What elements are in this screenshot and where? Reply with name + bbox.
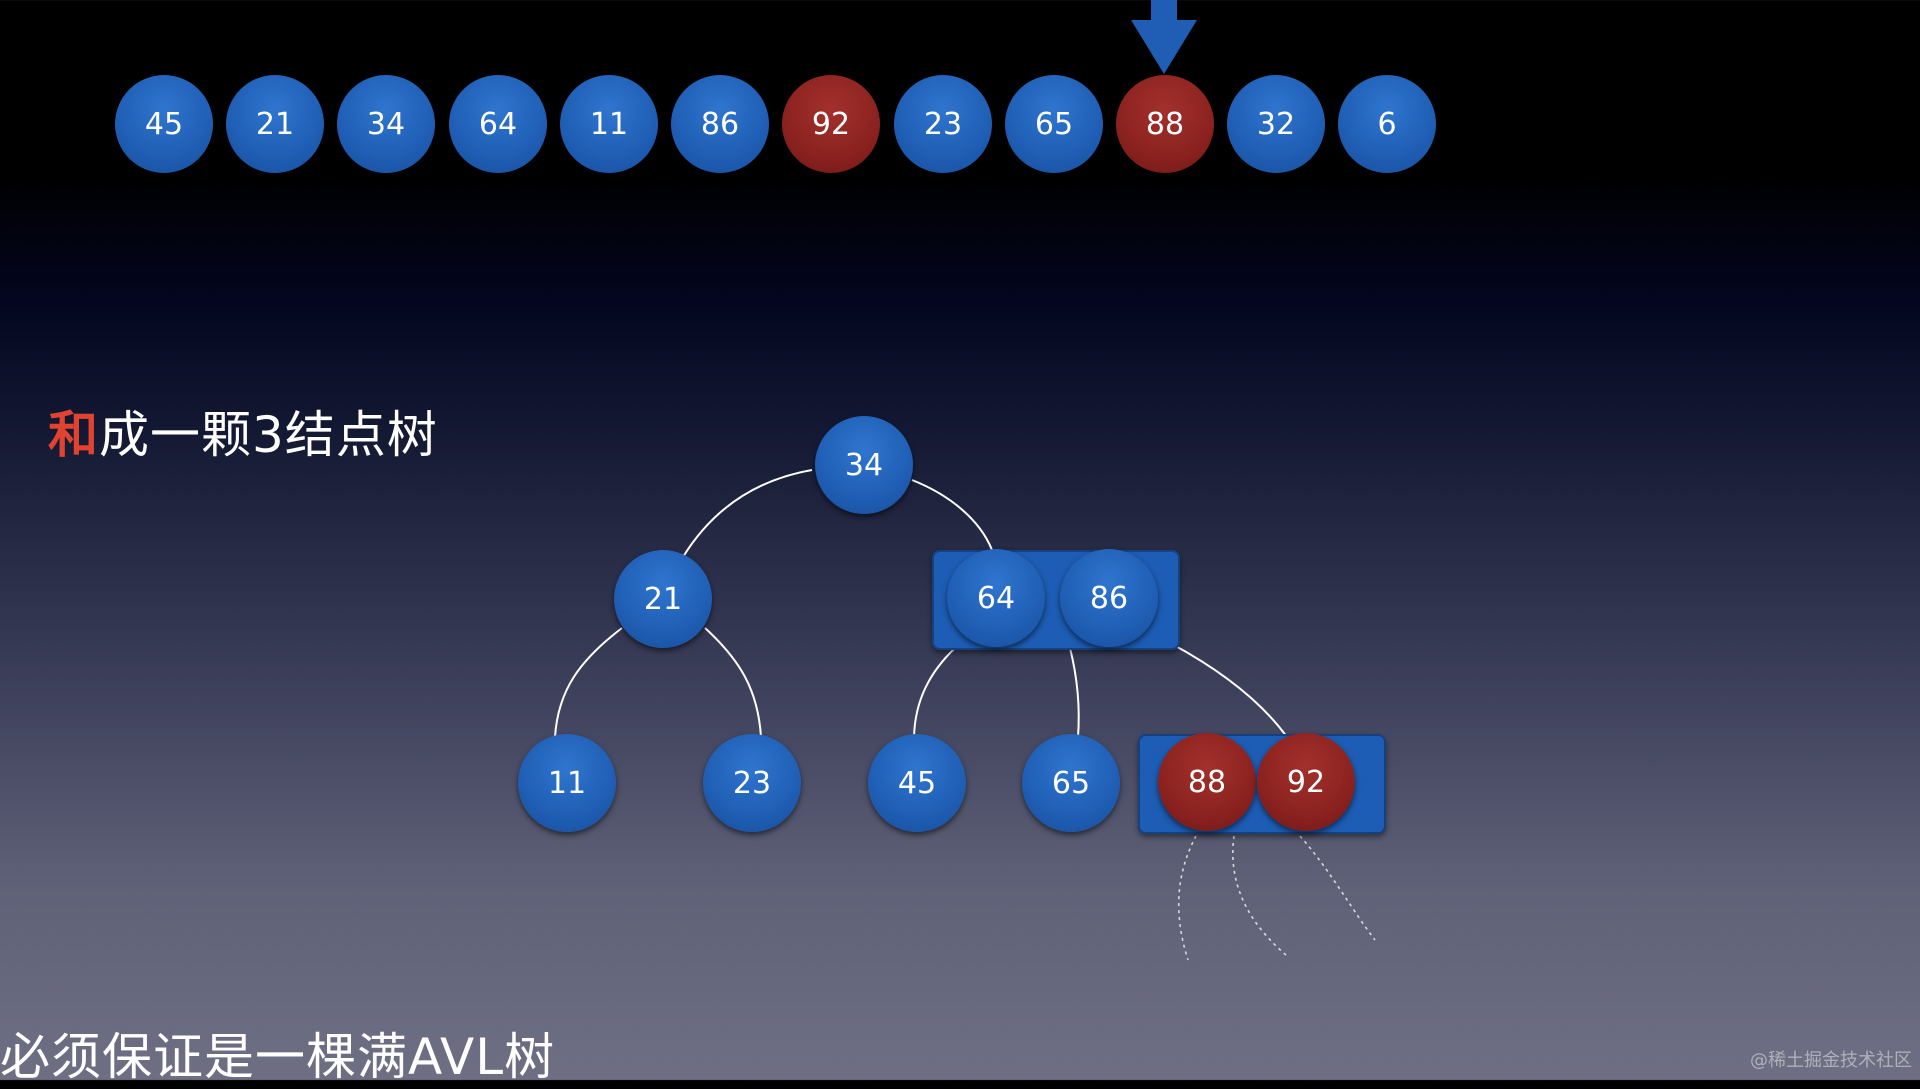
down-arrow-icon bbox=[1131, 0, 1197, 74]
edge-dotted-2 bbox=[1232, 835, 1287, 956]
array-node-11: 6 bbox=[1338, 75, 1436, 173]
edge-34-21 bbox=[682, 469, 813, 558]
watermark: @稀土掘金技术社区 bbox=[1750, 1050, 1912, 1071]
array-node-6: 92 bbox=[782, 75, 880, 173]
edge-34-64-86 bbox=[911, 479, 993, 551]
edge-dotted-1 bbox=[1177, 835, 1197, 961]
array-node-4: 11 bbox=[560, 75, 658, 173]
tree-node-45: 45 bbox=[868, 734, 966, 832]
tree-node-86: 86 bbox=[1060, 549, 1158, 647]
tree-node-88: 88 bbox=[1158, 733, 1256, 831]
array-node-9: 88 bbox=[1116, 75, 1214, 173]
edge-64-45 bbox=[913, 647, 956, 738]
tree-node-23: 23 bbox=[703, 734, 801, 832]
caption-merge-3-node: 和成一颗3结点树 bbox=[48, 395, 438, 467]
caption-highlight: 和 bbox=[48, 406, 99, 464]
caption-rest: 成一颗3结点树 bbox=[99, 406, 438, 464]
tree-node-92: 92 bbox=[1257, 733, 1355, 831]
edge-21-11 bbox=[554, 627, 623, 738]
array-node-8: 65 bbox=[1005, 75, 1103, 173]
edge-dotted-3 bbox=[1299, 835, 1376, 941]
array-node-7: 23 bbox=[894, 75, 992, 173]
tree-node-65: 65 bbox=[1022, 734, 1120, 832]
edge-21-23 bbox=[704, 627, 762, 738]
array-node-0: 45 bbox=[115, 75, 213, 173]
array-node-10: 32 bbox=[1227, 75, 1325, 173]
array-node-1: 21 bbox=[226, 75, 324, 173]
edge-86-88-92 bbox=[1171, 643, 1288, 738]
caption-full-avl: 必须保证是一棵满AVL树 bbox=[0, 1028, 556, 1086]
array-node-5: 86 bbox=[671, 75, 769, 173]
tree-node-root: 34 bbox=[815, 416, 913, 514]
tree-node-64: 64 bbox=[947, 549, 1045, 647]
tree-node-21: 21 bbox=[614, 550, 712, 648]
array-node-3: 64 bbox=[449, 75, 547, 173]
array-node-2: 34 bbox=[337, 75, 435, 173]
tree-node-11: 11 bbox=[518, 734, 616, 832]
edge-64-86-65 bbox=[1069, 647, 1080, 738]
